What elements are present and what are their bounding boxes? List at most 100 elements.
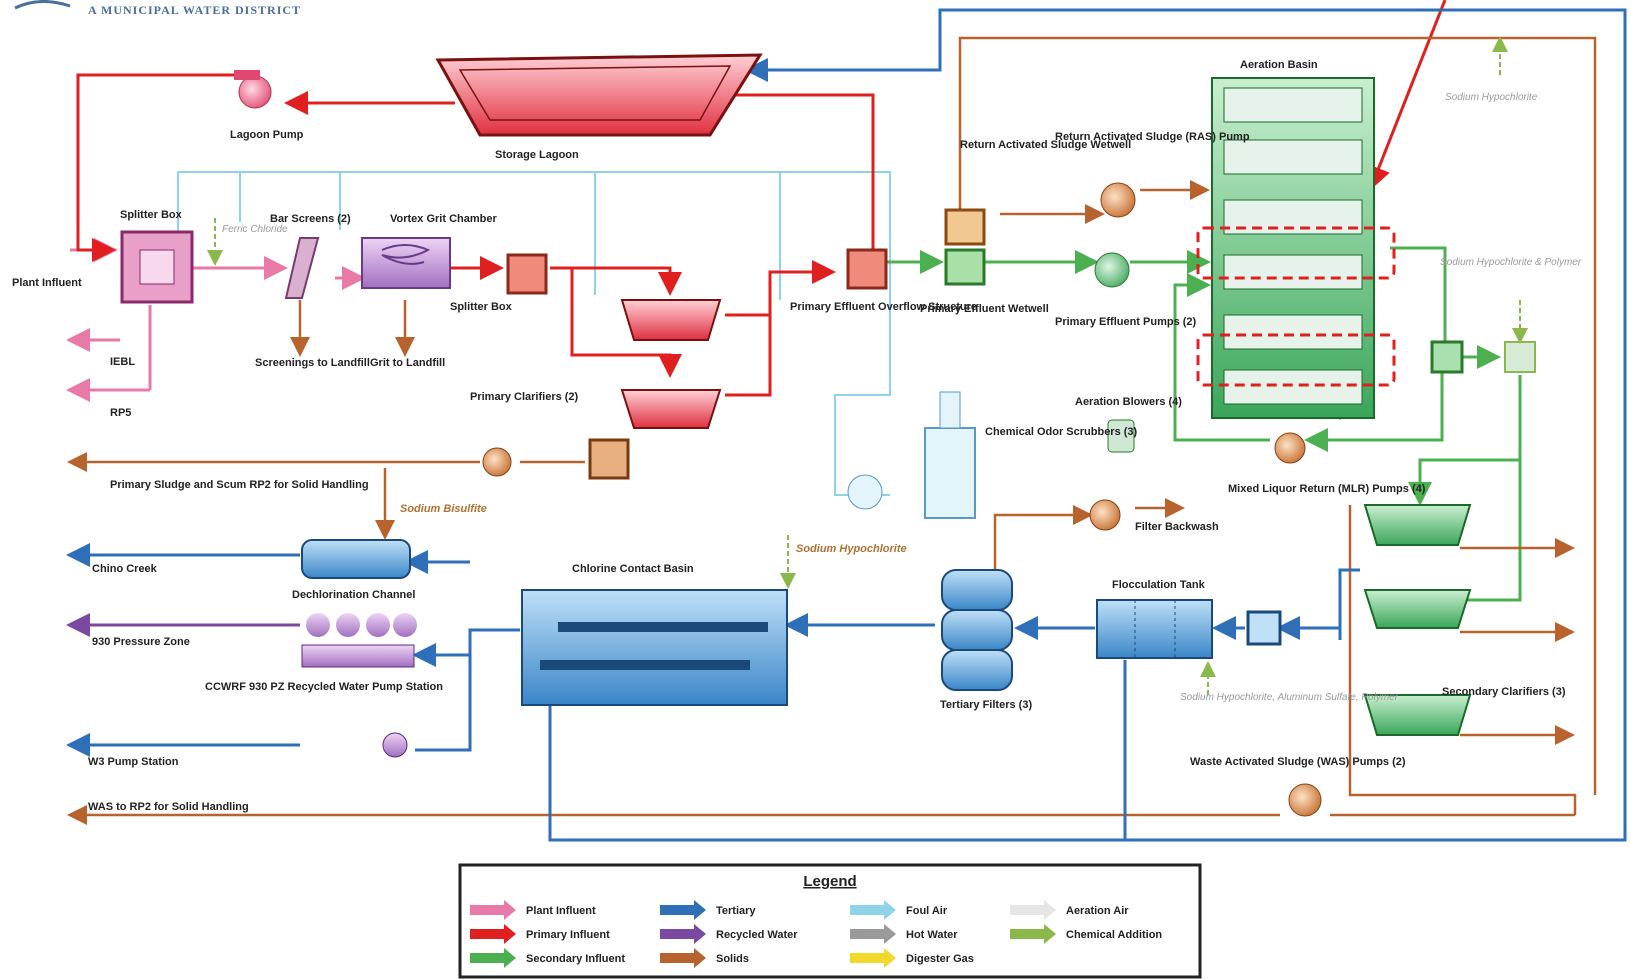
legend-label: Primary Influent (526, 929, 610, 941)
lagoon-pump-icon (234, 70, 272, 109)
legend-item: Recycled Water (660, 924, 798, 944)
chemical-mixing-box (1504, 341, 1536, 373)
district-header: A MUNICIPAL WATER DISTRICT (88, 3, 301, 17)
chemical-lines (207, 36, 1528, 695)
primary-sludge-box (588, 438, 630, 480)
legend-item: Solids (660, 948, 749, 968)
tertiary-filters (941, 569, 1013, 691)
pe-wetwell-box (944, 248, 986, 286)
legend-item: Tertiary (660, 900, 756, 920)
legend-item: Secondary Influent (470, 948, 625, 968)
label-floc-chemicals: Sodium Hypochlorite, Aluminum Sulfate, P… (1180, 692, 1399, 703)
label-primary-sludge: Primary Sludge and Scum RP2 for Solid Ha… (110, 479, 369, 491)
legend-item: Plant Influent (470, 900, 596, 920)
legend-arrow-icon (1010, 900, 1056, 920)
legend-label: Foul Air (906, 905, 948, 917)
primary-clarifier-2 (620, 389, 722, 429)
label-lagoon-pump: Lagoon Pump (230, 129, 304, 141)
secondary-clarifier-2 (1363, 589, 1472, 629)
label-sodium-hypochlorite-top: Sodium Hypochlorite (1445, 92, 1538, 103)
label-ras-pump: Return Activated Sludge (RAS) Pump (1055, 131, 1250, 143)
secondary-clarifier-1 (1363, 504, 1472, 546)
label-aeration-blowers: Aeration Blowers (4) (1075, 396, 1182, 408)
label-was-rp2: WAS to RP2 for Solid Handling (88, 801, 249, 813)
legend-arrow-icon (660, 924, 706, 944)
label-screenings-landfill: Screenings to Landfill (255, 357, 370, 369)
legend-arrow-icon (660, 948, 706, 968)
chlorine-contact-basin (521, 589, 788, 706)
primary-sludge-pump-icon (482, 447, 512, 477)
label-plant-influent: Plant Influent (12, 277, 82, 289)
primary-clarifier-1 (620, 299, 722, 341)
legend-item: Chemical Addition (1010, 924, 1162, 944)
plant-influent-lines (66, 238, 366, 402)
legend-arrow-icon (470, 948, 516, 968)
label-ras-wetwell: Return Activated Sludge Wetwell (960, 139, 1131, 151)
vortex-grit-chamber (361, 237, 451, 289)
legend-label: Chemical Addition (1066, 929, 1162, 941)
legend-label: Hot Water (906, 929, 958, 941)
label-mlr-pumps: Mixed Liquor Return (MLR) Pumps (4) (1228, 483, 1426, 495)
label-ccwrf-pump-station: CCWRF 930 PZ Recycled Water Pump Station (205, 681, 443, 693)
pe-pump-icon (1094, 252, 1130, 288)
legend-item: Aeration Air (1010, 900, 1129, 920)
label-pe-pumps: Primary Effluent Pumps (2) (1055, 316, 1197, 328)
odor-fan-icon (847, 474, 883, 510)
legend-label: Tertiary (716, 905, 756, 917)
label-930-pressure-zone: 930 Pressure Zone (92, 636, 190, 648)
label-storage-lagoon: Storage Lagoon (495, 149, 579, 161)
label-primary-clarifiers: Primary Clarifiers (2) (470, 391, 579, 403)
splitter-box-2 (506, 253, 548, 295)
label-tertiary-filters: Tertiary Filters (3) (940, 699, 1032, 711)
w3-pump-icon (382, 732, 408, 758)
filter-backwash-pump-icon (1089, 499, 1121, 531)
legend-arrow-icon (850, 924, 896, 944)
logo-swoosh-icon (14, 0, 71, 10)
storage-lagoon-tank (435, 53, 763, 137)
legend-arrow-icon (850, 900, 896, 920)
legend-label: Solids (716, 953, 749, 965)
label-sodium-hypo-polymer: Sodium Hypochlorite & Polymer (1440, 257, 1582, 268)
bar-screens (284, 237, 320, 299)
tertiary-splitter-box (1246, 610, 1282, 646)
label-chlorine-contact-basin: Chlorine Contact Basin (572, 563, 694, 575)
mlr-pump-icon (1274, 432, 1306, 464)
label-was-pumps: Waste Activated Sludge (WAS) Pumps (2) (1190, 756, 1406, 768)
label-peos: Primary Effluent Overflow Structure (790, 301, 977, 313)
secondary-clarifier-3 (1363, 694, 1472, 736)
ras-wetwell-box (944, 208, 986, 246)
legend-arrow-icon (470, 924, 516, 944)
label-secondary-clarifiers: Secondary Clarifiers (3) (1442, 686, 1566, 698)
legend-label: Aeration Air (1066, 905, 1129, 917)
legend-item: Foul Air (850, 900, 948, 920)
was-pump-icon (1288, 783, 1322, 817)
label-splitter-box-1: Splitter Box (120, 209, 183, 221)
dechlorination-channel (301, 539, 411, 579)
legend-label: Recycled Water (716, 929, 798, 941)
label-grit-landfill: Grit to Landfill (370, 357, 445, 369)
aeration-basin (1196, 77, 1396, 419)
label-ferric-chloride: Ferric Chloride (222, 224, 288, 235)
odor-scrubber-tank (924, 427, 976, 519)
flocculation-tank (1096, 599, 1213, 659)
tertiary-lines (66, 8, 1627, 842)
primary-influent-lines (76, 0, 1447, 397)
label-iebl: IEBL (110, 356, 135, 368)
legend-title: Legend (803, 873, 856, 890)
legend-item: Primary Influent (470, 924, 610, 944)
label-filter-backwash: Filter Backwash (1135, 521, 1219, 533)
legend-label: Plant Influent (526, 905, 596, 917)
recycled-water-pump-station (301, 613, 417, 668)
legend-item: Hot Water (850, 924, 958, 944)
label-sodium-bisulfite: Sodium Bisulfite (400, 503, 487, 515)
legend-item: Digester Gas (850, 948, 974, 968)
legend-arrow-icon (470, 900, 516, 920)
label-splitter-box-2: Splitter Box (450, 301, 513, 313)
legend-arrow-icon (660, 900, 706, 920)
ras-pump-icon (1100, 182, 1136, 218)
label-w3-pump-station: W3 Pump Station (88, 756, 179, 768)
label-pe-wetwell: Primary Effluent Wetwell (920, 303, 1049, 315)
label-rp5: RP5 (110, 407, 131, 419)
